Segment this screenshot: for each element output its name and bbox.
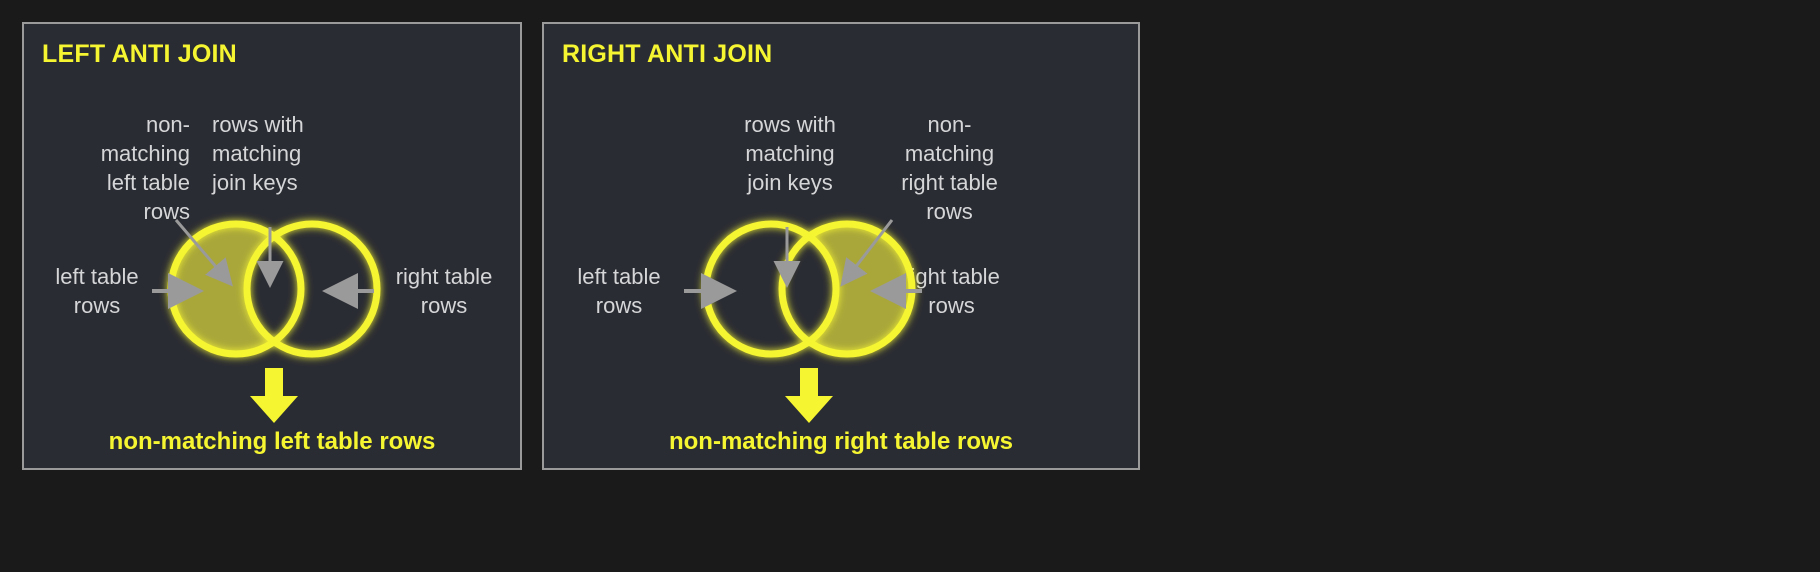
annotation-rows-with-matching-join-keys: rows with matching join keys	[744, 112, 836, 195]
annotation-arrows-right	[684, 219, 922, 309]
panel-title-left: LEFT ANTI JOIN	[42, 40, 237, 68]
panel-right-anti-join: RIGHT ANTI JOIN rows with matching join …	[542, 22, 1140, 470]
down-arrow-icon	[785, 368, 833, 423]
panel-left-anti-join: LEFT ANTI JOIN non- matching left table …	[22, 22, 522, 470]
annotation-right-table-rows: right table rows	[395, 264, 493, 318]
down-arrow-icon	[250, 368, 298, 423]
panel-title-right: RIGHT ANTI JOIN	[562, 40, 773, 68]
arrow-to-left-only-region	[174, 219, 233, 287]
arrow-to-right-only-region	[840, 219, 894, 287]
caption-left-anti-join: non-matching left table rows	[108, 428, 436, 455]
annotation-arrows-left	[152, 219, 374, 309]
caption-right-anti-join: non-matching right table rows	[668, 428, 1013, 455]
annotation-left-table-rows: left table rows	[577, 264, 661, 318]
annotation-non-matching-right-table-rows: non- matching right table rows	[901, 112, 998, 224]
annotation-left-table-rows: left table rows	[55, 264, 139, 318]
annotation-rows-with-matching-join-keys: rows with matching join keys	[212, 112, 304, 195]
venn-circle-right	[243, 220, 381, 358]
